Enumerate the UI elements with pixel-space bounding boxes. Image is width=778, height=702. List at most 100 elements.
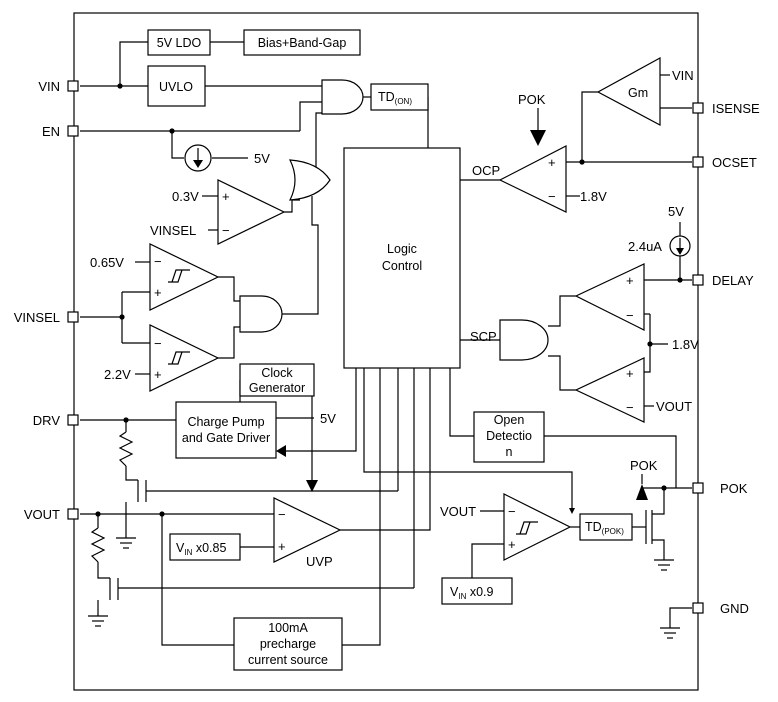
pok-logic-arrow-icon	[569, 508, 575, 514]
scpl-minus: −	[626, 400, 634, 415]
resistor-drv	[118, 431, 134, 467]
gates	[239, 79, 549, 361]
pok-output-label: POK	[630, 458, 658, 473]
en-source-label: 5V	[254, 151, 270, 166]
ocp-ref-label: 1.8V	[580, 189, 607, 204]
uvp-minus: −	[278, 507, 286, 522]
ground-icon	[660, 627, 680, 639]
comparator-03v	[217, 179, 286, 245]
ref-03v-label: 0.3V	[172, 189, 199, 204]
pok-input-arrow-icon	[530, 130, 546, 146]
pin-pok-box	[692, 482, 704, 494]
bias-label: Bias+Band-Gap	[258, 36, 347, 50]
hysteresis-icon	[516, 521, 538, 535]
pok-up-arrow-icon	[636, 484, 648, 500]
chip-boundary	[73, 12, 699, 691]
ground-icon	[116, 537, 136, 549]
uvp-arrow-icon	[306, 480, 318, 492]
comparator-22v	[149, 324, 220, 392]
uvp-comparator	[273, 497, 342, 563]
vin085-label: VIN x0.85	[176, 541, 226, 557]
arrow-down-icon	[193, 160, 203, 168]
clock-generator-block	[239, 363, 315, 397]
pin-drv-label: DRV	[33, 413, 61, 428]
pin-gnd-label: GND	[720, 601, 749, 616]
vin09-rest: x0.9	[466, 585, 493, 599]
pin-en-label: EN	[42, 124, 60, 139]
ocp-label: OCP	[472, 163, 500, 178]
bias-block	[243, 29, 361, 56]
pokcmp-vout-label: VOUT	[440, 504, 476, 519]
pin-vin-box	[67, 80, 79, 92]
resistor-vout	[90, 527, 106, 563]
vin085-sub: IN	[184, 548, 192, 557]
ldo-label: 5V LDO	[157, 36, 202, 50]
pins: VIN EN VINSEL DRV VOUT ISENSE OCSET DELA…	[14, 79, 760, 616]
pok-input-label: POK	[518, 92, 546, 107]
pokcmp-minus: −	[508, 504, 516, 519]
hysteresis-icon	[168, 269, 190, 283]
vin09-block	[441, 577, 513, 605]
current-sources	[184, 144, 691, 257]
pin-drv-box	[67, 414, 79, 426]
precharge-label-2: precharge	[260, 637, 316, 651]
grounds	[88, 537, 680, 639]
pin-vinsel-box	[67, 311, 79, 323]
pin-vout-label: VOUT	[24, 507, 60, 522]
vin085-block	[169, 533, 241, 561]
precharge-block	[233, 617, 343, 671]
pin-ocset-box	[692, 156, 704, 168]
scpu-minus: −	[626, 308, 634, 323]
delay-5v-label: 5V	[668, 204, 684, 219]
comp22-plus: +	[154, 367, 162, 382]
pok-comparator	[503, 493, 572, 561]
vin09-sub: IN	[458, 592, 466, 601]
comp22-minus: −	[154, 336, 162, 351]
current-label: 2.4uA	[628, 239, 662, 254]
blocks: 5V LDO Bias+Band-Gap UVLO TD(ON) Logic C…	[147, 29, 633, 671]
uvlo-label: UVLO	[159, 80, 193, 94]
precharge-label-1: 100mA	[268, 621, 308, 635]
vin085-v: V	[176, 541, 185, 555]
scp-comparator-upper	[574, 263, 645, 331]
logic-label-2: Control	[382, 259, 422, 273]
pin-isense-box	[692, 102, 704, 114]
td-pok-main: TD	[585, 520, 602, 534]
comp03-minus: −	[222, 223, 230, 238]
cp-supply-label: 5V	[320, 411, 336, 426]
comparator-065v	[149, 243, 220, 311]
open-label-2: Detectio	[486, 429, 532, 443]
td-pok-block	[579, 513, 633, 541]
comparators: + − − + − + − + − + + − Gm + − +	[149, 56, 661, 563]
td-pok-label: TD(POK)	[585, 520, 624, 536]
pokcmp-plus: +	[508, 537, 516, 552]
comp065-plus: +	[154, 285, 162, 300]
ref-065v-label: 0.65V	[90, 255, 124, 270]
pin-delay-label: DELAY	[712, 273, 754, 288]
open-label-1: Open	[494, 413, 525, 427]
scp-label: SCP	[470, 329, 497, 344]
ocp-plus: +	[548, 155, 556, 170]
pin-isense-label: ISENSE	[712, 101, 760, 116]
ocp-minus: −	[548, 189, 556, 204]
ground-icon	[654, 559, 674, 571]
logic-control-block	[343, 147, 461, 369]
and-gate-enable	[321, 79, 364, 115]
or-gate-enable	[288, 159, 331, 201]
td-on-sub: (ON)	[395, 97, 413, 106]
scp-ref-label: 1.8V	[672, 337, 699, 352]
scpu-plus: +	[626, 273, 634, 288]
arrow-down-icon	[676, 248, 684, 255]
pin-en-box	[67, 125, 79, 137]
pin-vout-box	[67, 508, 79, 520]
open-label-3: n	[506, 445, 513, 459]
hysteresis-icon	[168, 351, 190, 365]
vin09-label: VIN x0.9	[450, 585, 493, 601]
comp065-minus: −	[154, 254, 162, 269]
td-pok-sub: (POK)	[602, 527, 625, 536]
uvlo-block	[147, 65, 206, 107]
wires	[80, 41, 692, 646]
clock-label-2: Generator	[249, 381, 305, 395]
scp-gate	[499, 319, 549, 361]
